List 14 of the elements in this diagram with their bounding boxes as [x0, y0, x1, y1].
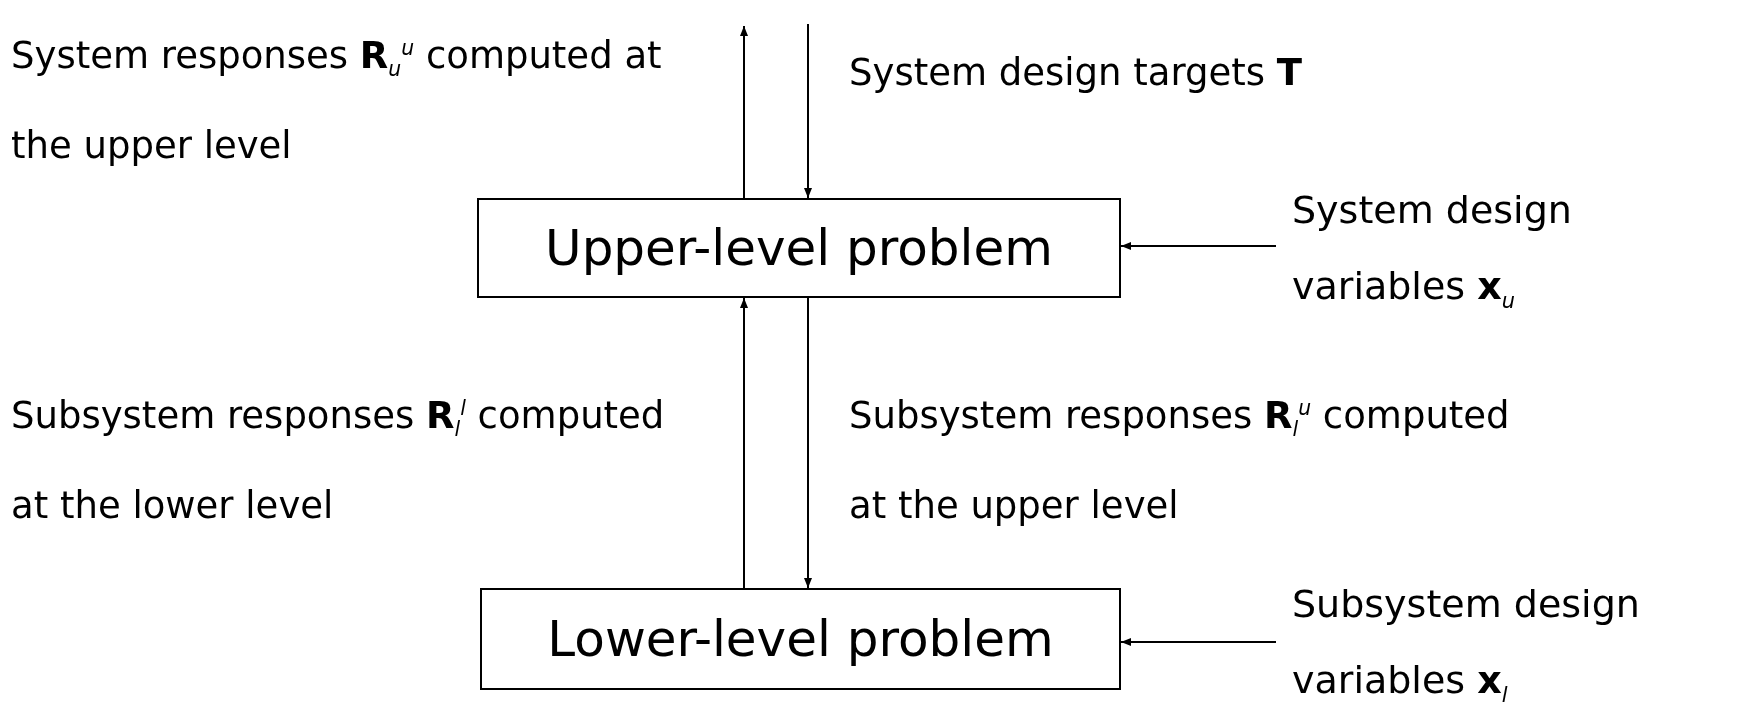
edge-label: Subsystem responses R$_{l}$$^{u}$ computed at the upper level — [849, 394, 1510, 527]
arrow — [1120, 242, 1277, 250]
arrow — [740, 297, 748, 589]
input-label: Subsystem design variables x$_{l}$ — [1292, 566, 1740, 718]
input-label: System design variables x$_{u}$ — [1292, 172, 1692, 324]
arrow — [804, 23, 812, 199]
process-box: Lower-level problem — [480, 588, 1121, 690]
edge-label: System responses R$_{u}$$^{u}$ computed at the upper level — [11, 34, 662, 167]
arrow — [1120, 638, 1277, 646]
edge-label: System design targets T — [849, 51, 1303, 94]
arrow — [804, 297, 812, 589]
arrow — [740, 25, 748, 199]
edge-label: Subsystem responses R$_{l}$$^{l}$ computed at the lower level — [11, 394, 665, 527]
process-box: Upper-level problem — [477, 198, 1121, 298]
